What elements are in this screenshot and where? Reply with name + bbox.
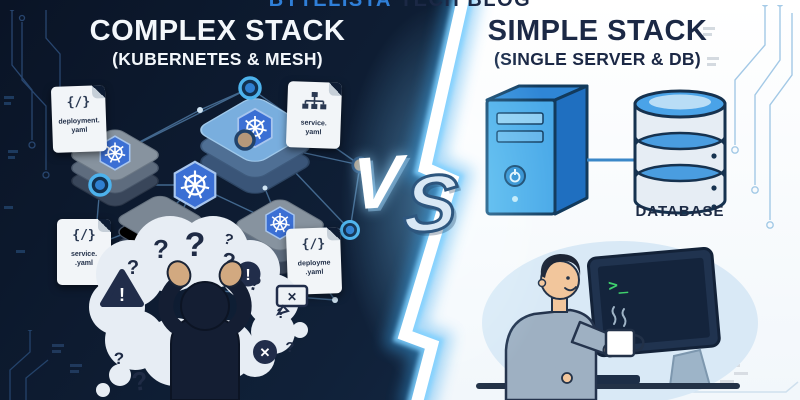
left-panel-subtitle: (KUBERNETES & MESH)	[112, 49, 323, 69]
svg-text:?: ?	[127, 257, 139, 279]
svg-text:!: !	[245, 267, 250, 284]
coffee-mug-icon	[604, 306, 645, 358]
file-icon-deployment-yaml: {/} deployment. yaml	[50, 85, 108, 153]
left-panel-title-block: COMPLEX STACK (KUBERNETES & MESH)	[30, 17, 405, 70]
svg-text:✕: ✕	[287, 290, 297, 304]
svg-text:✕: ✕	[260, 345, 271, 360]
file-icon-service-yaml: service. yaml	[285, 81, 343, 149]
stressed-developer-illustration: ? ? ? ? ? ? ? ? ? ? ? ! ! ✕ ✕	[89, 216, 309, 400]
circuit-decoration-bottom-left	[9, 330, 82, 400]
lightning-bolt-divider	[382, 0, 482, 400]
svg-text:?: ?	[285, 339, 294, 356]
steam	[611, 306, 617, 325]
svg-text:?: ?	[130, 365, 150, 397]
code-icon: {/}	[72, 228, 96, 243]
cross-circle-icon: ✕	[253, 340, 277, 364]
error-bubble-icon: ✕	[275, 284, 309, 316]
svg-text:?: ?	[153, 234, 169, 264]
svg-text:?: ?	[114, 349, 124, 368]
circuit-decoration-left	[4, 10, 64, 253]
warning-triangle-icon: !	[100, 269, 144, 307]
stack-platform	[200, 98, 310, 194]
blog-suffix: TECH BLOG	[399, 0, 532, 11]
file-name: service.	[70, 251, 98, 258]
left-panel-title: COMPLEX STACK	[89, 15, 346, 47]
database-label: DATABASE	[635, 203, 725, 220]
blog-brand: BYTELISTA	[268, 0, 392, 11]
vs-letter-v: V	[350, 139, 403, 226]
svg-text:!: !	[119, 285, 125, 305]
code-icon: {/}	[66, 94, 91, 111]
svg-text:?: ?	[185, 226, 206, 264]
terminal-prompt: >_	[607, 274, 628, 295]
file-ext: yaml	[71, 126, 88, 135]
kubernetes-logo	[173, 160, 217, 210]
file-ext: .yaml	[75, 260, 93, 268]
database-icon	[633, 89, 727, 215]
hierarchy-icon	[302, 91, 327, 110]
stressed-person	[158, 260, 252, 400]
vs-letter-s: S	[401, 156, 461, 252]
steam	[621, 308, 627, 327]
blog-header: BYTELISTA TECH BLOG	[0, 0, 800, 12]
